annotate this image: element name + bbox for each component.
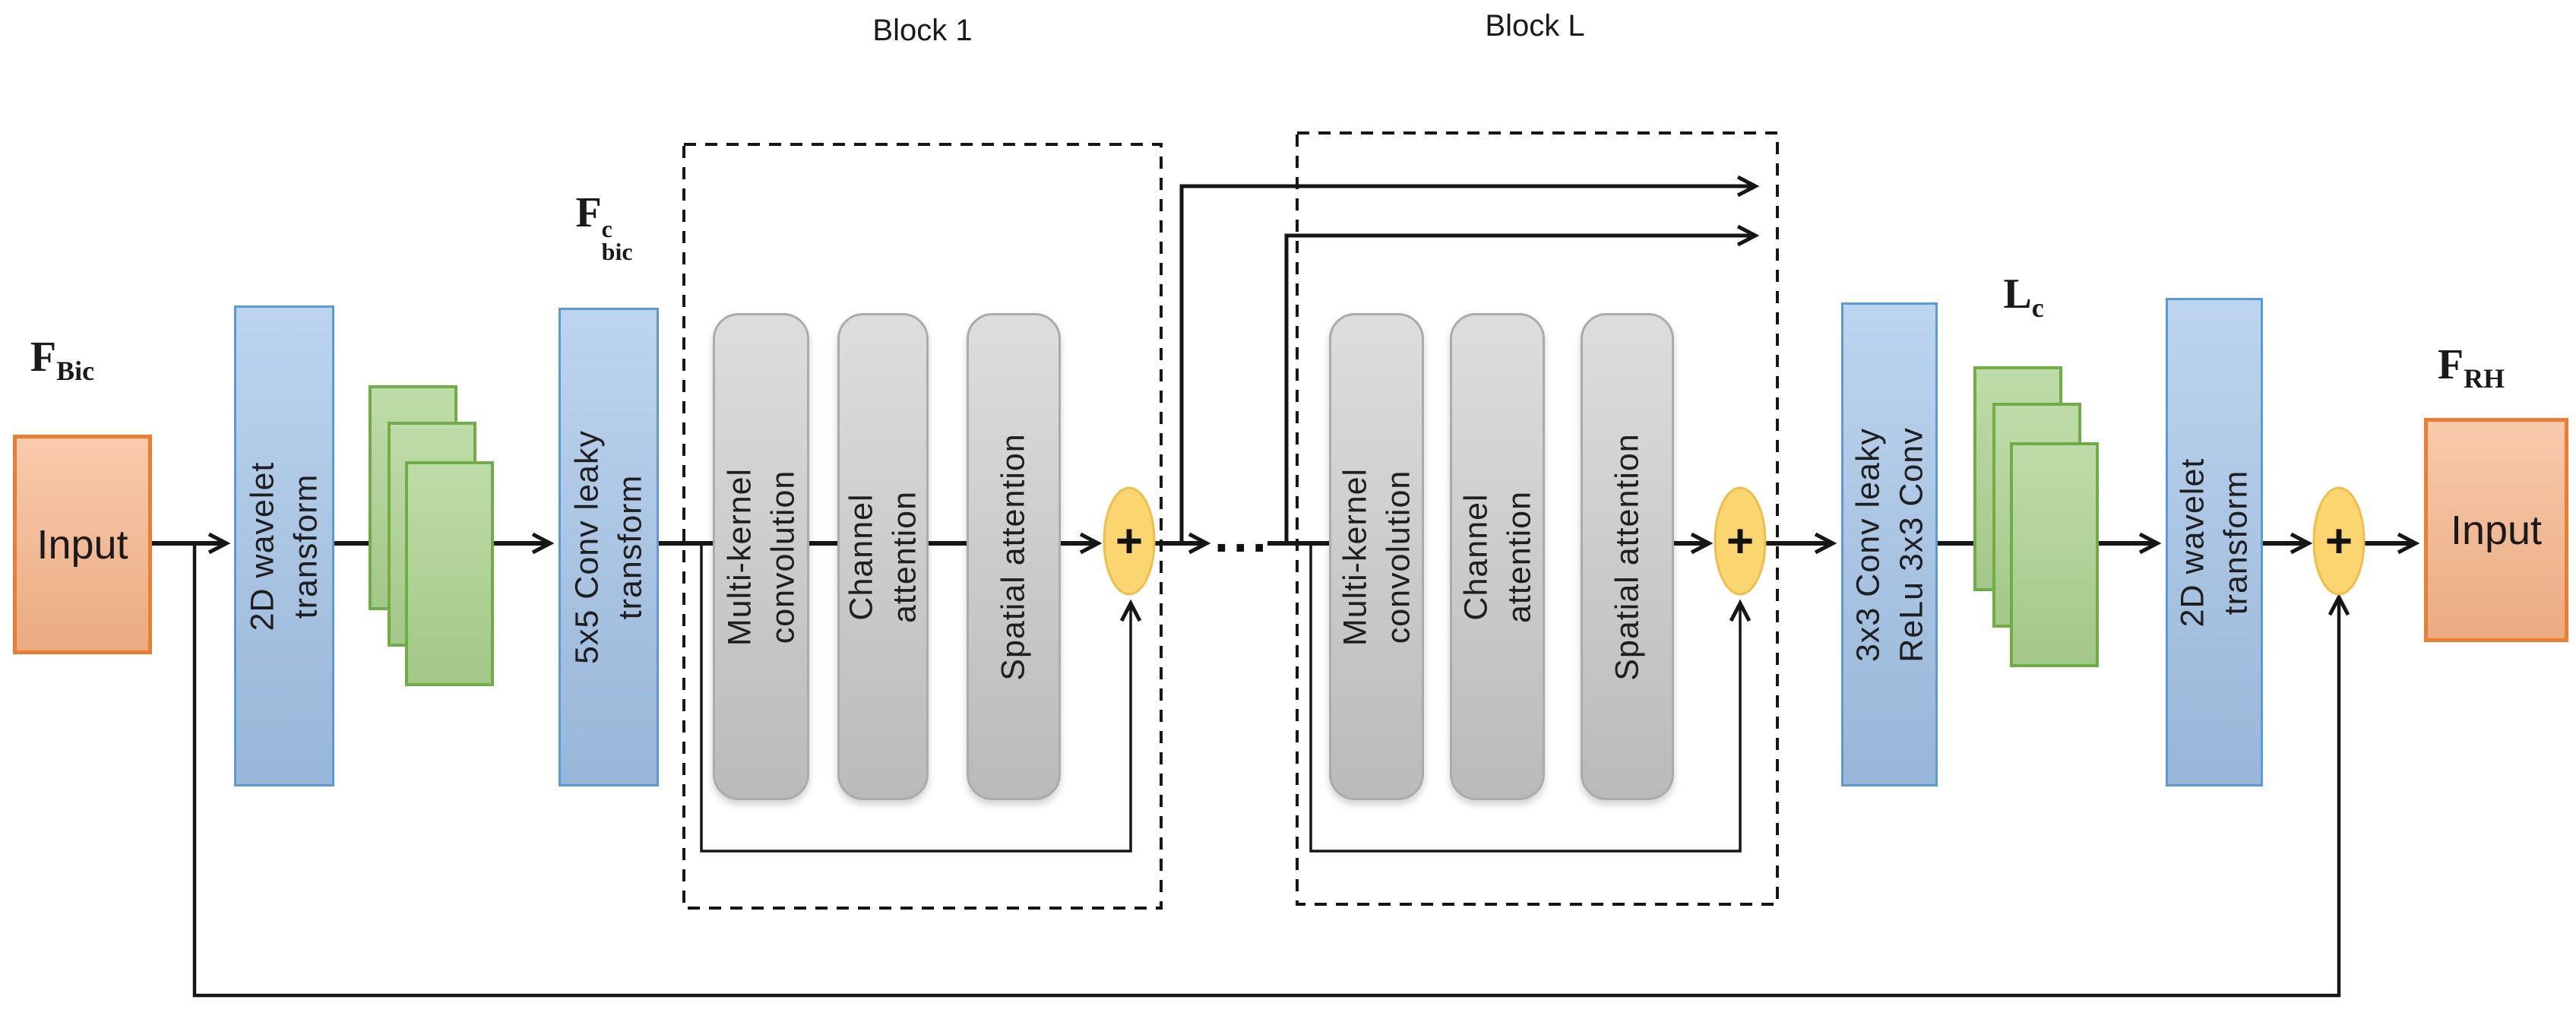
- ellipsis-between-blocks: ...: [1214, 505, 1271, 563]
- wavelet-right-line2: transform: [2217, 470, 2254, 615]
- wavelet-right-line1: 2D wavelet: [2174, 457, 2211, 627]
- block1-sa-line1: Spatial attention: [995, 432, 1032, 681]
- conv5x5-box: 5x5 Conv leaky transform: [559, 308, 659, 786]
- wavelet-transform-box-left: 2D wavelet transform: [234, 305, 334, 786]
- block-L-inner-skip: [1309, 543, 1752, 853]
- blockL-ca-line2: attention: [1500, 490, 1537, 623]
- input-box-right-label: Input: [2450, 507, 2543, 553]
- conv3x3-box: 3x3 Conv leaky ReLu 3x3 Conv: [1841, 302, 1938, 786]
- dense-skip-arrow-1: [1179, 175, 1760, 543]
- block1-mk-line2: convolution: [764, 470, 801, 644]
- block1-mk-line1: Multi-kernel: [720, 467, 758, 646]
- block1-spatial-attention-box: Spatial attention: [967, 313, 1061, 800]
- blockL-sa-line1: Spatial attention: [1609, 432, 1646, 681]
- conv5x5-label: 5x5 Conv leaky transform: [565, 430, 652, 664]
- wavelet-left-line1: 2D wavelet: [244, 461, 281, 631]
- block1-ca-line1: Channel: [843, 492, 880, 621]
- label-f-rh-base: F: [2437, 341, 2464, 388]
- block-1-dashed-frame: [682, 143, 1163, 910]
- feature-map-right-front: [2010, 442, 2099, 667]
- block1-channel-label: Channel attention: [840, 491, 926, 623]
- block-L-dashed-frame: [1296, 131, 1779, 906]
- block-1-inner-skip: [700, 543, 1142, 853]
- blockL-spatial-attention-box: Spatial attention: [1581, 313, 1674, 800]
- sum-plus-output: +: [2324, 514, 2353, 568]
- block-1-title: Block 1: [872, 14, 973, 47]
- label-f-bic-c-sup: c: [601, 215, 612, 242]
- block-L-title: Block L: [1485, 9, 1585, 43]
- label-l-c-base: L: [2003, 271, 2032, 318]
- blockL-spatial-label: Spatial attention: [1606, 433, 1649, 680]
- label-f-rh: FRH: [2426, 340, 2517, 392]
- sum-plus-block1: +: [1115, 514, 1144, 568]
- block1-channel-attention-box: Channel attention: [837, 313, 929, 800]
- conv3x3-label: 3x3 Conv leaky ReLu 3x3 Conv: [1847, 427, 1933, 662]
- blockL-multi-kernel-conv-box: Multi-kernel convolution: [1329, 313, 1424, 800]
- conv5x5-line1: 5x5 Conv leaky: [568, 430, 606, 664]
- block1-ca-line2: attention: [886, 490, 922, 623]
- sum-node-blockL: [1714, 486, 1767, 596]
- sum-plus-blockL: +: [1726, 514, 1755, 568]
- block1-multi-kernel-conv-box: Multi-kernel convolution: [713, 313, 809, 800]
- wavelet-transform-left-label: 2D wavelet transform: [241, 461, 328, 631]
- global-skip-connection: [192, 543, 2350, 998]
- conv3x3-line2: ReLu 3x3 Conv: [1892, 426, 1929, 663]
- label-f-bic-c-sub: bic: [601, 238, 633, 266]
- block1-spatial-label: Spatial attention: [992, 433, 1036, 680]
- input-box-left: Input: [13, 435, 152, 654]
- blockL-mk-line2: convolution: [1379, 470, 1416, 644]
- conv3x3-line1: 3x3 Conv leaky: [1849, 427, 1886, 662]
- sum-node-block1: [1103, 486, 1156, 596]
- label-f-bic-c-base: F: [575, 189, 602, 236]
- label-f-bic-sub: Bic: [56, 356, 95, 387]
- feature-map-left-front: [405, 461, 494, 686]
- dense-skip-arrow-2: [1284, 224, 1760, 543]
- label-l-c: Lc: [1982, 270, 2065, 321]
- conv5x5-line2: transform: [612, 474, 648, 620]
- input-box-right: Input: [2424, 418, 2568, 642]
- label-f-rh-sub: RH: [2464, 363, 2505, 394]
- wavelet-transform-right-label: 2D wavelet transform: [2171, 457, 2258, 627]
- blockL-ca-line1: Channel: [1457, 492, 1494, 621]
- blockL-channel-label: Channel attention: [1454, 491, 1541, 623]
- input-box-left-label: Input: [36, 521, 128, 568]
- block1-multi-kernel-label: Multi-kernel convolution: [718, 467, 805, 645]
- blockL-multi-kernel-label: Multi-kernel convolution: [1334, 467, 1420, 645]
- label-f-bic-base: F: [30, 334, 57, 381]
- blockL-channel-attention-box: Channel attention: [1450, 313, 1545, 800]
- sum-node-output: [2312, 486, 2366, 596]
- label-l-c-sub: c: [2031, 293, 2044, 324]
- blockL-mk-line1: Multi-kernel: [1336, 467, 1373, 646]
- label-f-bic: FBic: [17, 333, 108, 384]
- wavelet-left-line2: transform: [287, 473, 324, 619]
- wavelet-transform-box-right: 2D wavelet transform: [2166, 298, 2263, 786]
